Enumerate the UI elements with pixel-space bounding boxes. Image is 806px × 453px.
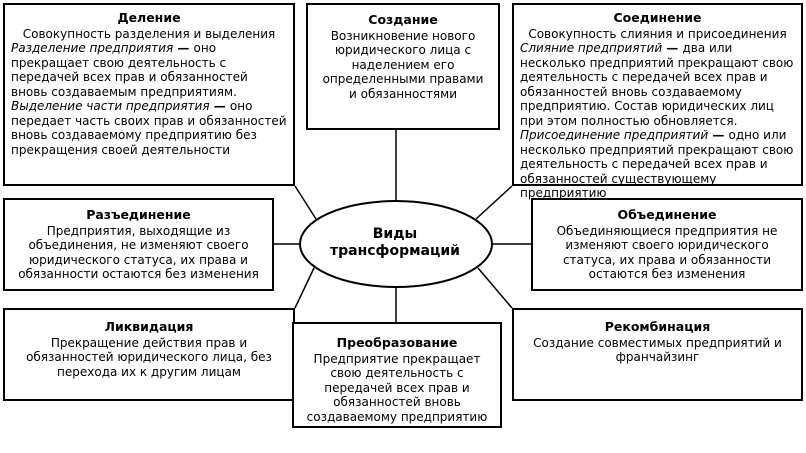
box-preob-title: Преобразование	[336, 335, 458, 350]
box-likv: Ликвидация Прекращение действия прав и о…	[3, 308, 295, 401]
center-ellipse	[299, 200, 493, 288]
center-title-line2: трансформаций	[330, 243, 460, 259]
link-likv	[294, 267, 315, 309]
box-soedinenie-p2-term: Присоединение предприятий	[520, 128, 709, 142]
box-delenie-p1-dash: —	[173, 41, 194, 55]
box-delenie-p1-text: оно прекращает свою деятельность с перед…	[11, 41, 248, 99]
box-raz: Разъединение Предприятия, выходящие из о…	[3, 198, 274, 291]
box-preob: Преобразование Предприятие прекращает св…	[292, 322, 502, 428]
box-rekomb: Рекомбинация Создание совместимых предпр…	[512, 308, 803, 401]
box-delenie-title: Деление	[117, 10, 181, 25]
box-soedinenie: Соединение Совокупность слияния и присое…	[512, 3, 803, 200]
link-soedinenie	[475, 185, 513, 220]
box-likv-title: Ликвидация	[104, 319, 194, 334]
link-delenie	[294, 185, 317, 220]
box-preob-text: Предприятие прекращает свою деятельность…	[306, 351, 488, 424]
box-soedinenie-p1-dash: —	[662, 41, 683, 55]
link-rekomb	[477, 267, 513, 309]
box-obed-title: Объединение	[617, 207, 717, 222]
box-delenie-p2: Выделение части предприятия — оно переда…	[11, 99, 287, 157]
box-raz-title: Разъединение	[86, 207, 191, 222]
box-delenie-p1: Разделение предприятия — оно прекращает …	[11, 41, 287, 99]
box-soedinenie-p2-text: одно или несколько предприятий прекращаю…	[520, 128, 794, 200]
center-title-line1: Виды	[372, 226, 418, 242]
box-sozdanie-text: Возникновение нового юридического лица с…	[322, 28, 484, 101]
box-soedinenie-p2-dash: —	[708, 128, 729, 142]
box-soedinenie-p1-text: два или несколько предприятий прекращают…	[520, 41, 794, 128]
box-raz-text: Предприятия, выходящие из объединения, н…	[18, 223, 259, 282]
box-soedinenie-p1-term: Слияние предприятий	[520, 41, 663, 55]
box-delenie: Деление Совокупность разделения и выделе…	[3, 3, 295, 186]
box-likv-text: Прекращение действия прав и обязанностей…	[26, 335, 272, 379]
box-sozdanie: Создание Возникновение нового юридическо…	[306, 3, 500, 130]
box-delenie-p2-term: Выделение части предприятия	[11, 99, 210, 113]
box-rekomb-text: Создание совместимых предприятий и франч…	[533, 335, 782, 365]
box-sozdanie-title: Создание	[368, 12, 438, 27]
box-delenie-intro: Совокупность разделения и выделения	[22, 26, 276, 41]
box-soedinenie-p1: Слияние предприятий — два или несколько …	[520, 41, 795, 128]
box-delenie-p2-dash: —	[209, 99, 230, 113]
box-rekomb-title: Рекомбинация	[604, 319, 711, 334]
box-soedinenie-intro: Совокупность слияния и присоединения	[528, 26, 787, 41]
box-delenie-p1-term: Разделение предприятия	[11, 41, 174, 55]
box-obed-text: Объединяющиеся предприятия не изменяют с…	[556, 223, 778, 282]
box-soedinenie-p2: Присоединение предприятий — одно или нес…	[520, 128, 795, 201]
box-delenie-p2-text: оно передает часть своих прав и обязанно…	[11, 99, 287, 157]
box-soedinenie-title: Соединение	[613, 10, 702, 25]
center-title: Виды трансформаций	[300, 226, 490, 260]
box-obed: Объединение Объединяющиеся предприятия н…	[531, 198, 803, 291]
